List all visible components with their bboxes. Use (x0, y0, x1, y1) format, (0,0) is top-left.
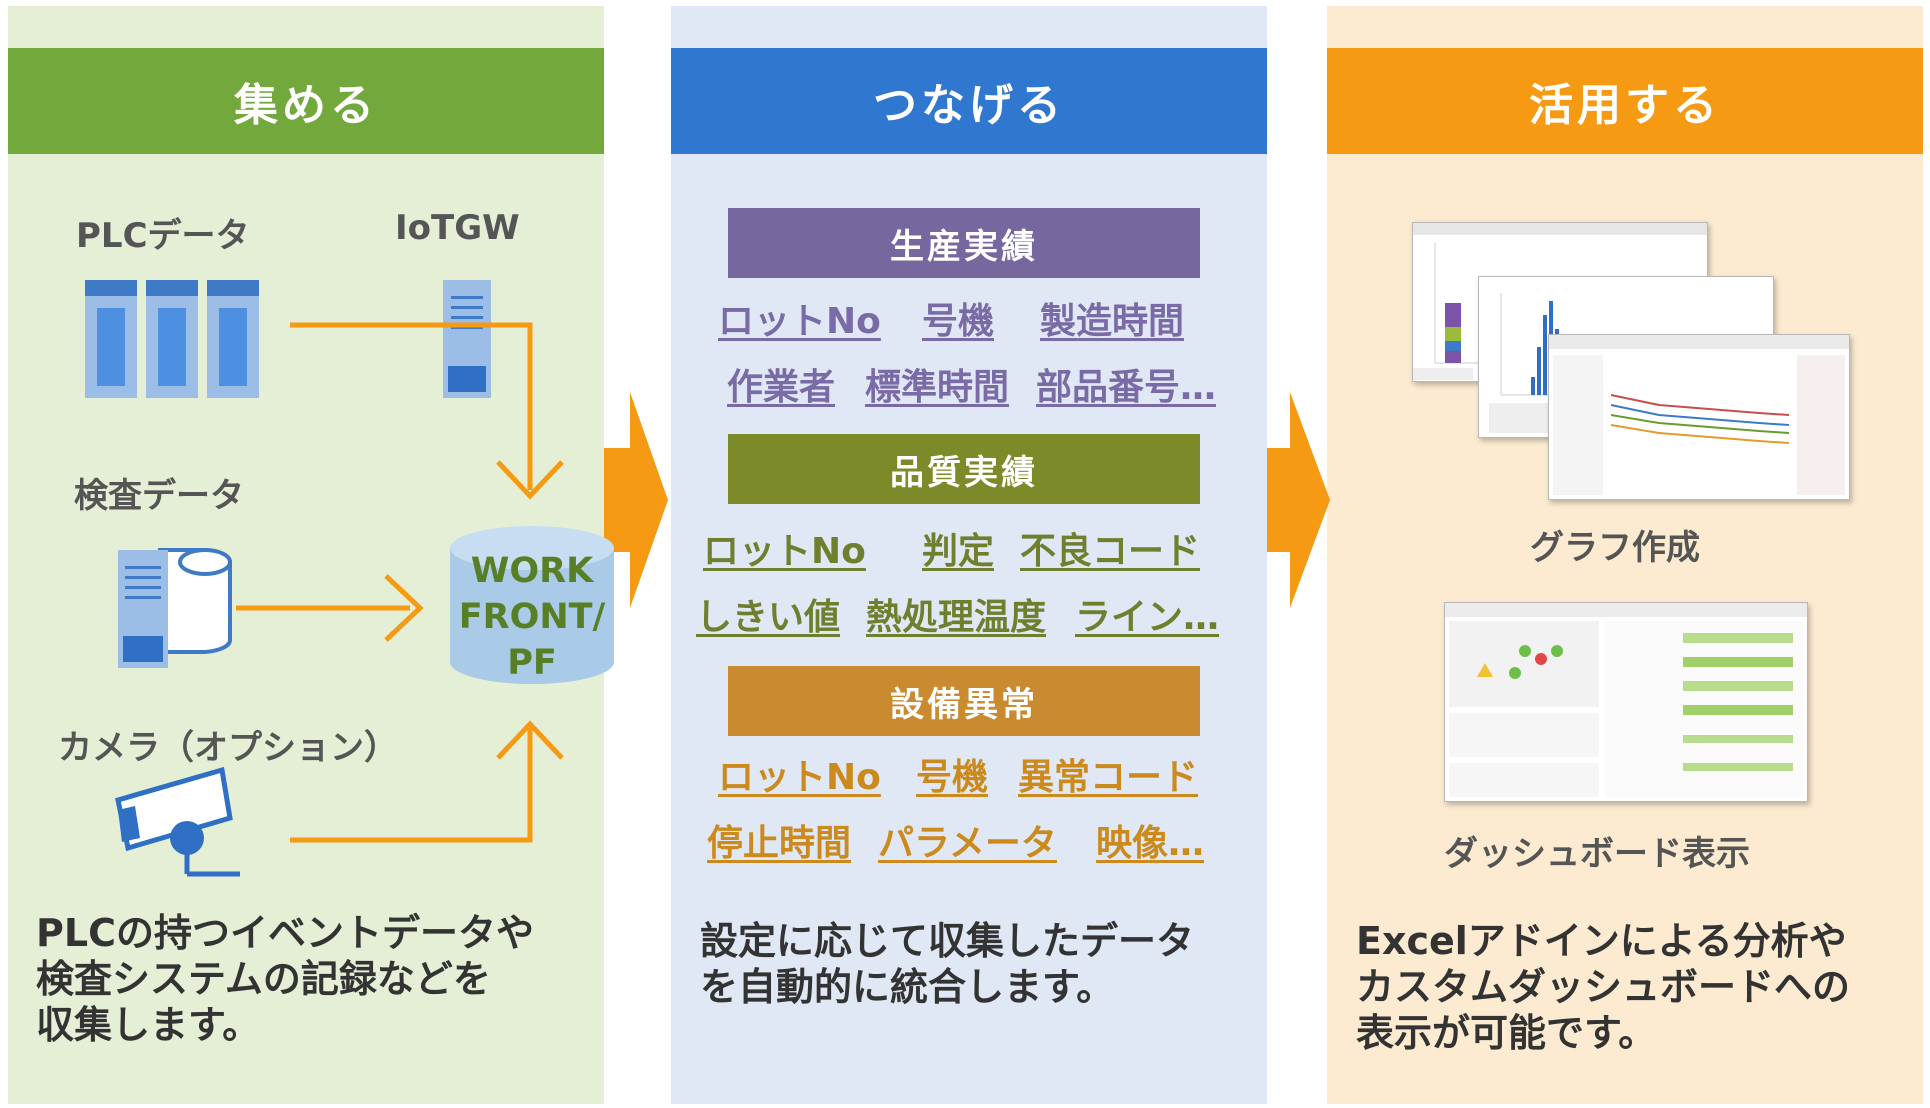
group-quality-bar: 品質実績 (728, 434, 1200, 504)
report-thumbnail-3-chart (1549, 335, 1849, 495)
tag-equipment-3: 異常コード (1018, 757, 1199, 798)
inspection-data-label: 検査データ (74, 476, 244, 516)
connect-header: つなげる (671, 48, 1267, 154)
group-production-bar: 生産実績 (728, 208, 1200, 278)
connect-panel: つなげる (671, 6, 1267, 1104)
flow-arrow-2 (1267, 392, 1330, 608)
collect-description: PLCの持つイベントデータや 検査システムの記録などを 収集します。 (36, 911, 534, 1047)
dashboard-thumbnail-chart (1445, 603, 1807, 797)
flow-arrow-1 (604, 392, 668, 608)
tag-quality-5: 熱処理温度 (866, 597, 1047, 638)
tag-quality-3: 不良コード (1020, 531, 1201, 572)
plc-data-label: PLCデータ (76, 216, 250, 256)
iotgw-icon (443, 280, 491, 398)
plc-icon (85, 280, 259, 398)
camera-label: カメラ（オプション） (58, 728, 398, 768)
collect-lines (236, 322, 564, 843)
hub-label-line1: WORK (470, 551, 594, 591)
tag-production-6: 部品番号… (1036, 367, 1217, 408)
tag-quality-2: 判定 (922, 531, 995, 572)
group-equipment-bar: 設備異常 (728, 666, 1200, 736)
tag-equipment-4: 停止時間 (707, 823, 852, 864)
camera-icon (115, 766, 240, 877)
inspection-icon (118, 548, 232, 668)
dashboard-thumbnail (1444, 602, 1808, 802)
collect-header: 集める (8, 48, 604, 154)
tag-production-3: 製造時間 (1040, 301, 1185, 342)
utilize-panel: 活用する (1327, 6, 1923, 1104)
connect-description: 設定に応じて収集したデータ を自動的に統合します。 (700, 919, 1195, 1009)
utilize-header: 活用する (1327, 48, 1923, 154)
tag-production-5: 標準時間 (865, 367, 1010, 408)
hub-label-line3: PF (507, 643, 557, 683)
tag-quality-1: ロットNo (703, 531, 866, 572)
dashboard-display-label: ダッシュボード表示 (1444, 834, 1750, 874)
report-thumbnail-3 (1548, 334, 1850, 500)
hub-label-line2: FRONT/ (458, 597, 606, 637)
tag-quality-6: ライン… (1075, 597, 1220, 638)
tag-production-4: 作業者 (727, 367, 836, 408)
tag-equipment-6: 映像… (1096, 823, 1205, 864)
tag-equipment-5: パラメータ (878, 823, 1057, 864)
tag-quality-4: しきい値 (696, 597, 841, 638)
iotgw-label: IoTGW (395, 208, 520, 248)
tag-production-2: 号機 (922, 301, 995, 342)
tag-production-1: ロットNo (718, 301, 881, 342)
utilize-description: Excelアドインによる分析や カスタムダッシュボードへの 表示が可能です。 (1356, 919, 1851, 1055)
tag-equipment-1: ロットNo (718, 757, 881, 798)
hub-cylinder-icon (450, 526, 614, 684)
graph-creation-label: グラフ作成 (1530, 528, 1700, 568)
tag-equipment-2: 号機 (916, 757, 989, 798)
hub-label: WORK FRONT/ PF (447, 548, 617, 686)
